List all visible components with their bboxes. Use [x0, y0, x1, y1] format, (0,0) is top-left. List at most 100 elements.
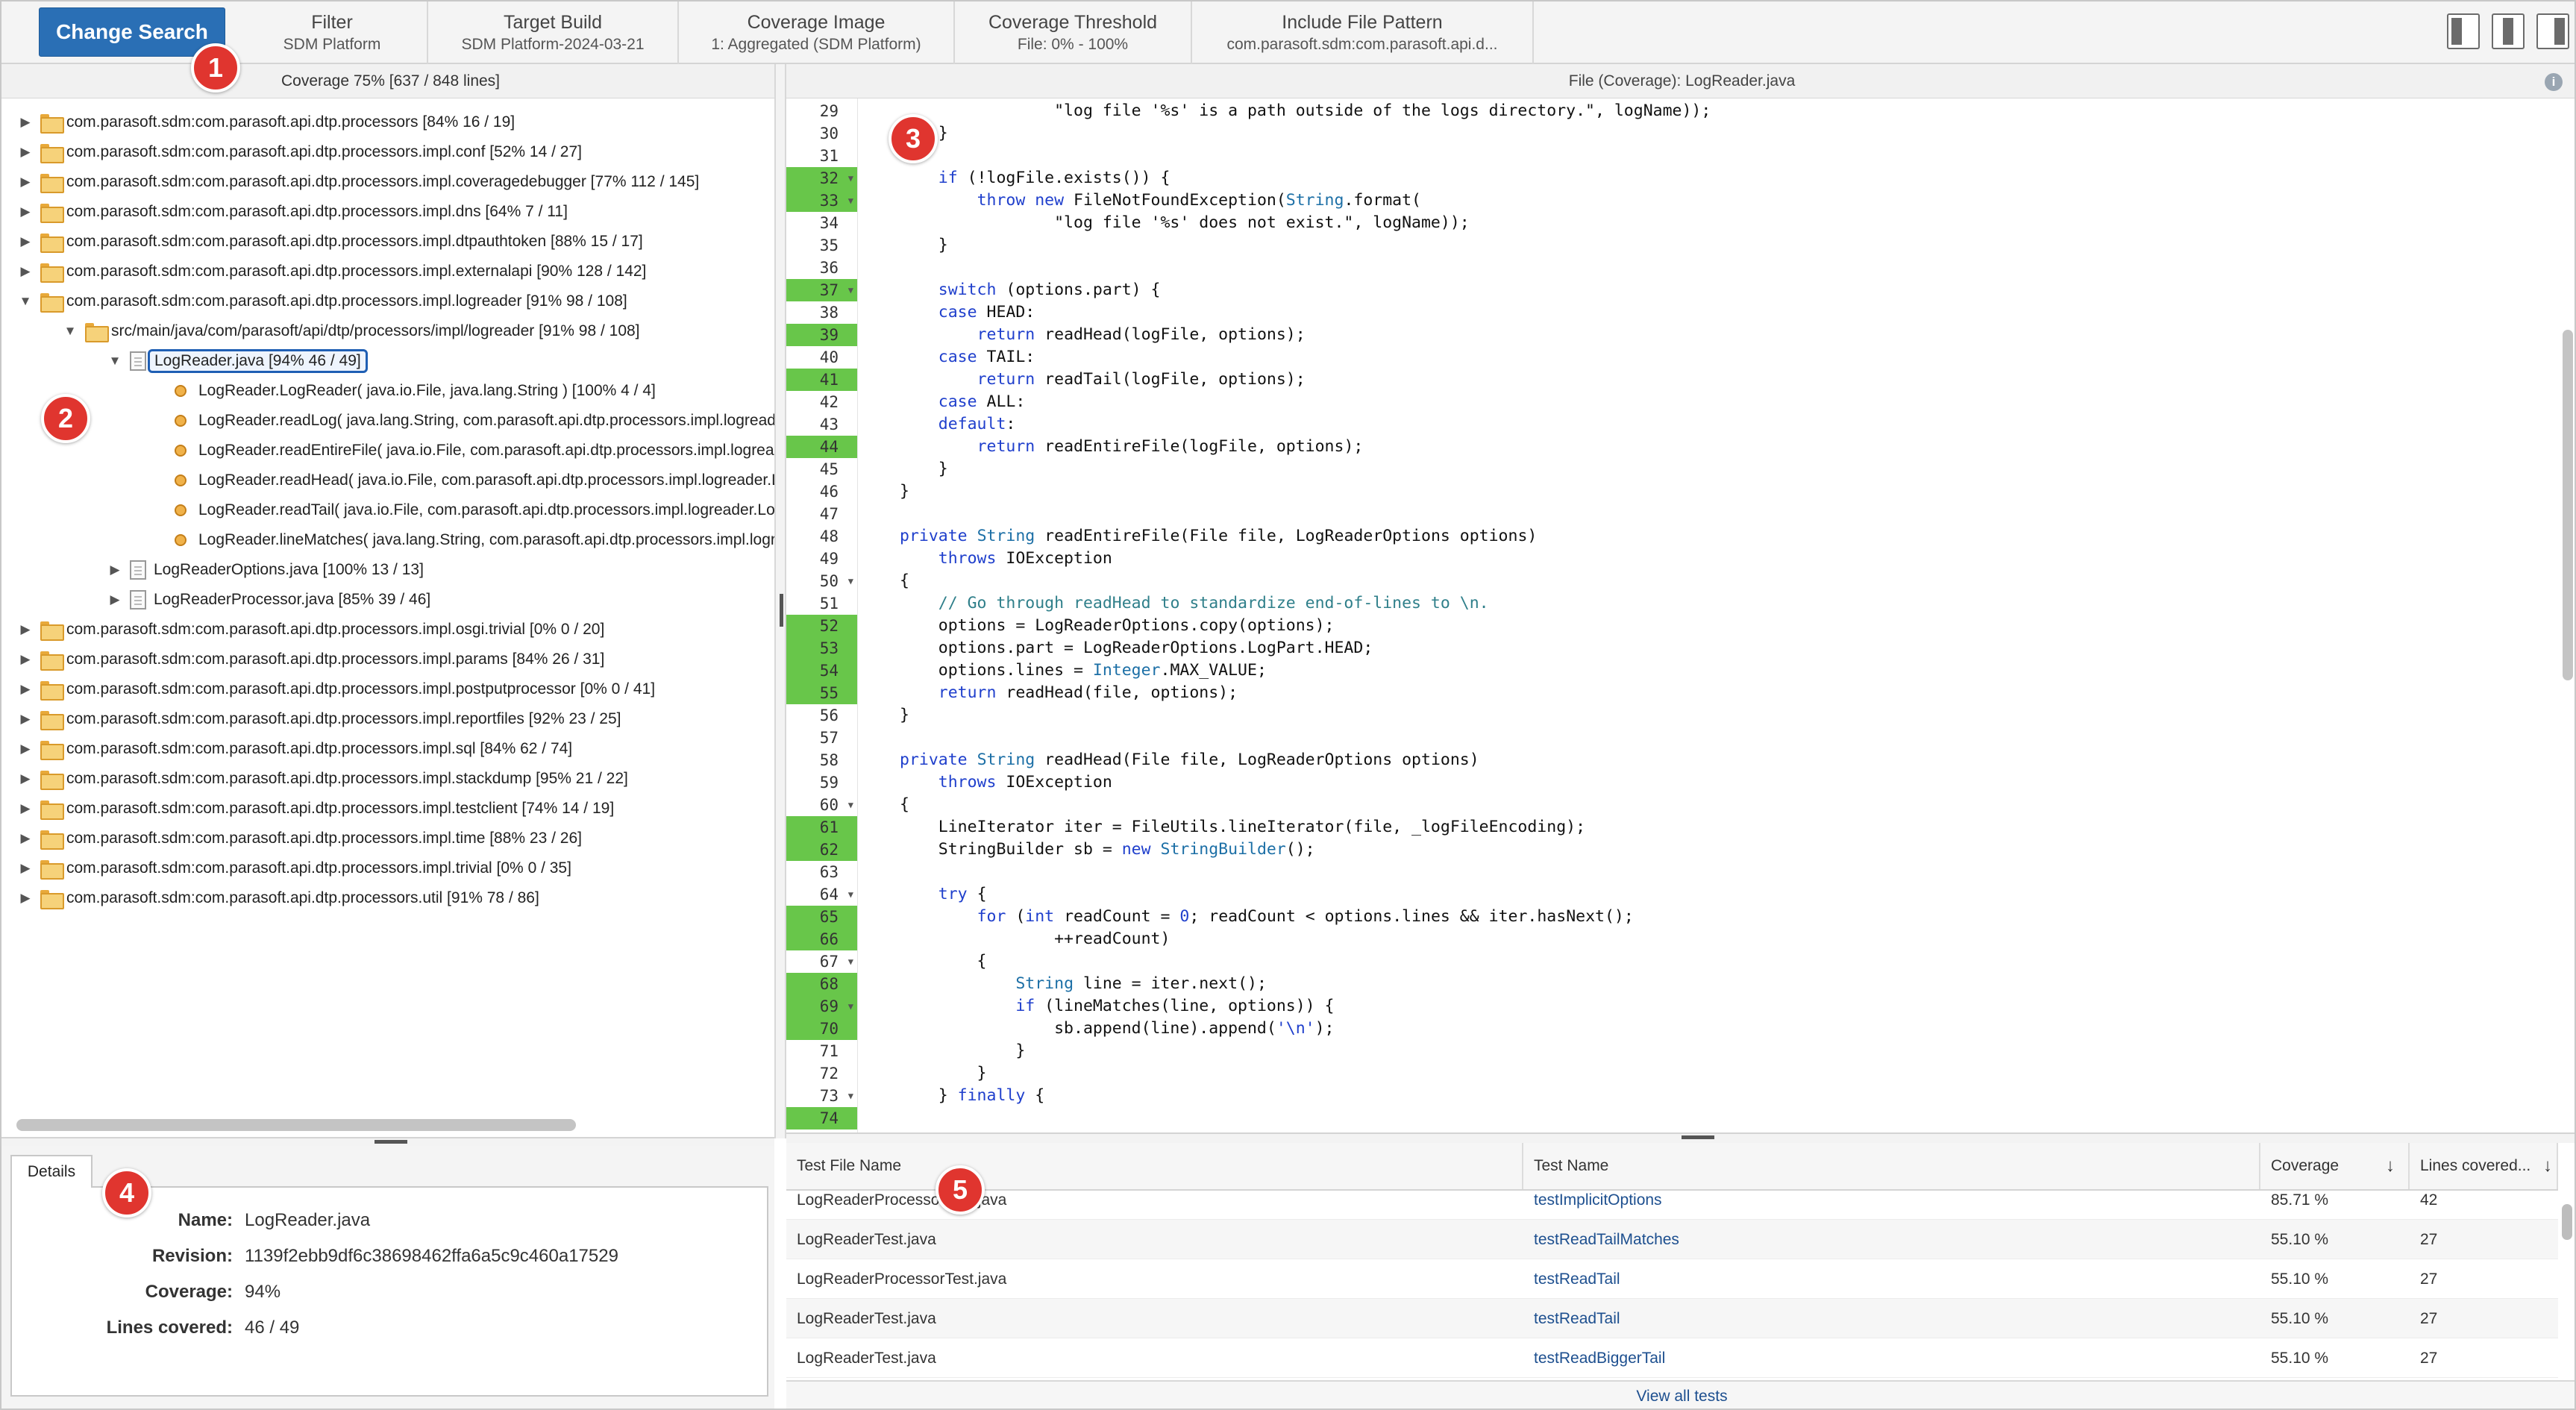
expand-arrow-icon[interactable]: ▶ [20, 622, 31, 636]
left-horizontal-splitter[interactable] [1, 1137, 774, 1146]
tree-file-item[interactable]: ▼LogReader.java [94% 46 / 49] [107, 346, 368, 376]
line-number-text: 50 [819, 572, 839, 590]
tree-method-item[interactable]: LogReader.lineMatches( java.lang.String,… [152, 525, 774, 555]
coverage-image-selector[interactable]: Coverage Image 1: Aggregated (SDM Platfo… [679, 1, 955, 64]
tests-vertical-scrollbar[interactable] [2562, 1204, 2572, 1240]
expand-arrow-icon[interactable]: ▶ [20, 742, 31, 756]
expand-arrow-icon[interactable]: ▶ [20, 801, 31, 815]
change-search-button[interactable]: Change Search [39, 7, 225, 57]
tree-folder-item[interactable]: ▶com.parasoft.sdm:com.parasoft.api.dtp.p… [18, 137, 582, 167]
column-test-name[interactable]: Test Name [1523, 1143, 2260, 1189]
column-lines-covered[interactable]: Lines covered...↓ [2410, 1143, 2558, 1189]
fold-toggle-icon[interactable]: ▼ [847, 285, 853, 295]
collapse-arrow-icon[interactable]: ▼ [108, 354, 122, 368]
expand-arrow-icon[interactable]: ▶ [20, 682, 31, 696]
layout-right-panel-icon[interactable] [2536, 13, 2569, 49]
fold-toggle-icon[interactable]: ▼ [847, 1091, 853, 1101]
tree-folder-item[interactable]: ▶com.parasoft.sdm:com.parasoft.api.dtp.p… [18, 107, 515, 137]
fold-toggle-icon[interactable]: ▼ [847, 800, 853, 810]
layout-center-panel-icon[interactable] [2492, 13, 2525, 49]
code-token: StringBuilder sb = [900, 840, 1122, 859]
fold-toggle-icon[interactable]: ▼ [847, 1001, 853, 1012]
view-all-tests-link[interactable]: View all tests [786, 1380, 2575, 1409]
code-token: (!logFile.exists()) { [957, 169, 1171, 187]
fold-toggle-icon[interactable]: ▼ [847, 889, 853, 900]
column-test-file-name[interactable]: Test File Name [786, 1143, 1523, 1189]
code-file-title: File (Coverage): LogReader.java [1568, 72, 1796, 90]
test-name-link[interactable]: testReadTail [1534, 1270, 1620, 1288]
tree-item-label: com.parasoft.sdm:com.parasoft.api.dtp.pr… [66, 770, 628, 787]
expand-arrow-icon[interactable]: ▶ [20, 115, 31, 129]
expand-arrow-icon[interactable]: ▶ [20, 771, 31, 786]
tree-folder-item[interactable]: ▼com.parasoft.sdm:com.parasoft.api.dtp.p… [18, 286, 627, 316]
right-horizontal-splitter[interactable] [786, 1132, 2575, 1143]
test-name-link[interactable]: testReadTail [1534, 1310, 1620, 1327]
tree-method-item[interactable]: LogReader.readTail( java.io.File, com.pa… [152, 495, 774, 525]
expand-arrow-icon[interactable]: ▶ [20, 891, 31, 905]
tree-file-item[interactable]: ▶LogReaderOptions.java [100% 13 / 13] [107, 555, 424, 585]
test-name-link[interactable]: testImplicitOptions [1534, 1191, 1662, 1209]
tree-folder-item[interactable]: ▶com.parasoft.sdm:com.parasoft.api.dtp.p… [18, 197, 568, 227]
tree-method-item[interactable]: LogReader.readEntireFile( java.io.File, … [152, 436, 774, 466]
test-name-link[interactable]: testReadTailMatches [1534, 1231, 1679, 1248]
tree-folder-item[interactable]: ▶com.parasoft.sdm:com.parasoft.api.dtp.p… [18, 645, 604, 674]
tree-folder-item[interactable]: ▶com.parasoft.sdm:com.parasoft.api.dtp.p… [18, 794, 614, 824]
tree-folder-item[interactable]: ▶com.parasoft.sdm:com.parasoft.api.dtp.p… [18, 615, 604, 645]
tree-folder-item[interactable]: ▶com.parasoft.sdm:com.parasoft.api.dtp.p… [18, 167, 699, 197]
expand-arrow-icon[interactable]: ▶ [110, 592, 120, 607]
tree-folder-item[interactable]: ▶com.parasoft.sdm:com.parasoft.api.dtp.p… [18, 227, 643, 257]
tab-details[interactable]: Details [10, 1155, 93, 1188]
expand-arrow-icon[interactable]: ▶ [20, 145, 31, 159]
expand-arrow-icon[interactable]: ▶ [20, 264, 31, 278]
tree-method-item[interactable]: LogReader.readLog( java.lang.String, com… [152, 406, 774, 436]
tree-folder-item[interactable]: ▶com.parasoft.sdm:com.parasoft.api.dtp.p… [18, 734, 572, 764]
tree-file-item[interactable]: ▶LogReaderProcessor.java [85% 39 / 46] [107, 585, 430, 615]
expand-arrow-icon[interactable]: ▶ [20, 831, 31, 845]
fold-toggle-icon[interactable]: ▼ [847, 956, 853, 967]
include-file-pattern-selector[interactable]: Include File Pattern com.parasoft.sdm:co… [1192, 1, 1534, 64]
fold-toggle-icon[interactable]: ▼ [847, 173, 853, 184]
collapse-arrow-icon[interactable]: ▼ [19, 294, 32, 308]
vertical-splitter[interactable] [774, 64, 786, 1138]
fold-toggle-icon[interactable]: ▼ [847, 195, 853, 206]
code-token: readHead(file, options); [996, 683, 1238, 702]
expand-arrow-icon[interactable]: ▶ [20, 175, 31, 189]
code-line: case HEAD: [900, 301, 1035, 324]
code-line: return readEntireFile(logFile, options); [900, 436, 1364, 458]
info-icon[interactable]: i [2545, 73, 2563, 91]
expand-arrow-icon[interactable]: ▶ [20, 712, 31, 726]
test-name-link[interactable]: testReadBiggerTail [1534, 1350, 1666, 1367]
tree-folder-item[interactable]: ▶com.parasoft.sdm:com.parasoft.api.dtp.p… [18, 853, 571, 883]
expand-arrow-icon[interactable]: ▶ [20, 652, 31, 666]
tree-folder-item[interactable]: ▶com.parasoft.sdm:com.parasoft.api.dtp.p… [18, 257, 646, 286]
tree-folder-item[interactable]: ▶com.parasoft.sdm:com.parasoft.api.dtp.p… [18, 674, 655, 704]
tree-folder-item[interactable]: ▶com.parasoft.sdm:com.parasoft.api.dtp.p… [18, 704, 621, 734]
expand-arrow-icon[interactable]: ▶ [20, 204, 31, 219]
code-token: StringBuilder [1160, 840, 1286, 859]
layout-left-panel-icon[interactable] [2447, 13, 2480, 49]
expand-arrow-icon[interactable]: ▶ [20, 861, 31, 875]
fold-toggle-icon[interactable]: ▼ [847, 576, 853, 586]
coverage-threshold-selector[interactable]: Coverage Threshold File: 0% - 100% [955, 1, 1192, 64]
tree-method-item[interactable]: LogReader.LogReader( java.io.File, java.… [152, 376, 656, 406]
tree-folder-item[interactable]: ▼src/main/java/com/parasoft/api/dtp/proc… [63, 316, 640, 346]
tree-method-item[interactable]: LogReader.readHead( java.io.File, com.pa… [152, 466, 774, 495]
filter-selector[interactable]: Filter SDM Platform [237, 1, 428, 64]
collapse-arrow-icon[interactable]: ▼ [63, 324, 77, 338]
tree-folder-item[interactable]: ▶ com.parasoft.sdm:com.parasoft.api.dtp.p… [18, 764, 628, 794]
code-vertical-scrollbar[interactable] [2563, 330, 2573, 680]
target-build-selector[interactable]: Target Build SDM Platform-2024-03-21 [428, 1, 679, 64]
column-coverage[interactable]: Coverage↓ [2260, 1143, 2410, 1189]
tree-horizontal-scrollbar[interactable] [16, 1119, 576, 1131]
tree-folder-item[interactable]: ▶com.parasoft.sdm:com.parasoft.api.dtp.p… [18, 824, 582, 853]
code-line: { [900, 570, 909, 592]
expand-arrow-icon[interactable]: ▶ [20, 234, 31, 248]
expand-arrow-icon[interactable]: ▶ [110, 563, 120, 577]
tree-folder-item[interactable]: ▶com.parasoft.sdm:com.parasoft.api.dtp.p… [18, 883, 539, 913]
